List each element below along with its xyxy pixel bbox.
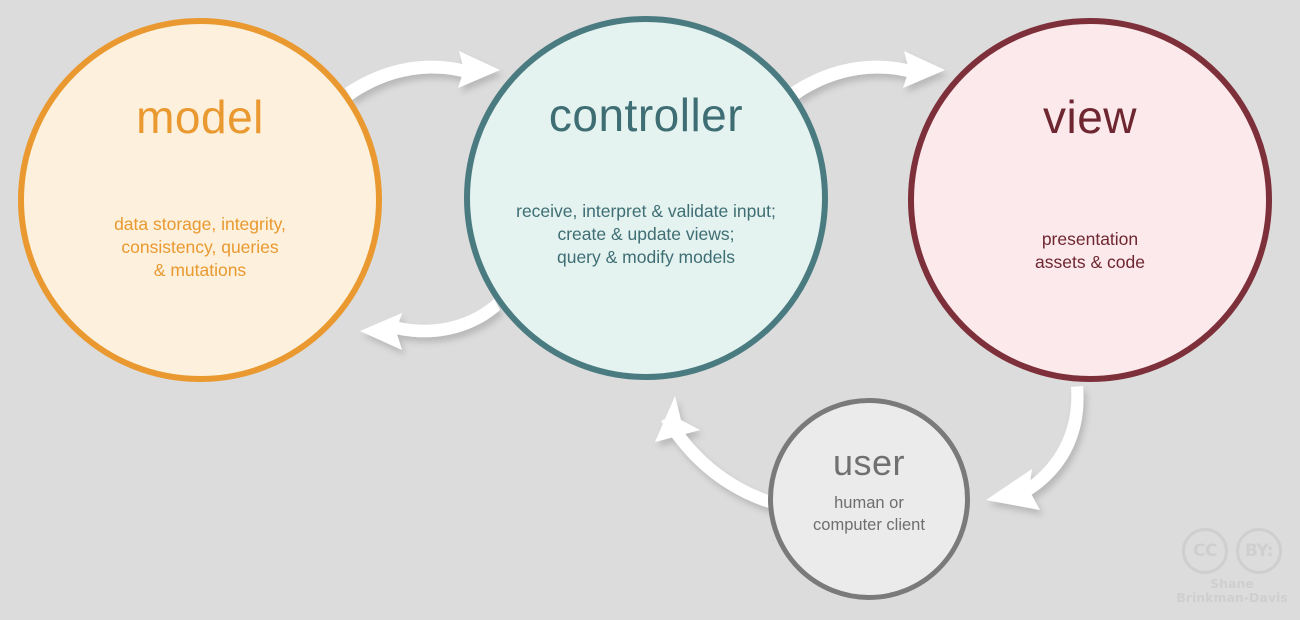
node-model-description: data storage, integrity, consistency, qu… (114, 214, 286, 281)
node-user-title: user (832, 442, 906, 483)
node-user[interactable]: user human or computer client (768, 398, 970, 600)
node-controller[interactable]: controller receive, interpret & validate… (464, 16, 828, 380)
cc-by-icon: BY: (1236, 528, 1282, 574)
node-controller-title: controller (548, 89, 744, 141)
node-view-description: presentation assets & code (1035, 229, 1145, 273)
node-controller-description: receive, interpret & validate input; cre… (516, 201, 776, 268)
node-model-title: model (136, 91, 264, 143)
cc-marks: CC BY: (1176, 528, 1288, 574)
arrow-controller-to-view (790, 51, 945, 100)
node-model[interactable]: model data storage, integrity, consisten… (18, 18, 382, 382)
arrow-view-to-user (986, 386, 1084, 510)
arrow-group (345, 51, 1084, 513)
arrow-controller-to-model (360, 299, 500, 350)
node-view[interactable]: view presentation assets & code (908, 18, 1272, 382)
creative-commons-icon: CC (1182, 528, 1228, 574)
license-badge: CC BY: Shane Brinkman-Davis (1176, 528, 1288, 608)
license-author: Shane Brinkman-Davis (1176, 576, 1288, 606)
node-user-description: human or computer client (813, 494, 925, 534)
arrow-model-to-controller (345, 51, 500, 100)
node-view-title: view (1042, 91, 1138, 143)
